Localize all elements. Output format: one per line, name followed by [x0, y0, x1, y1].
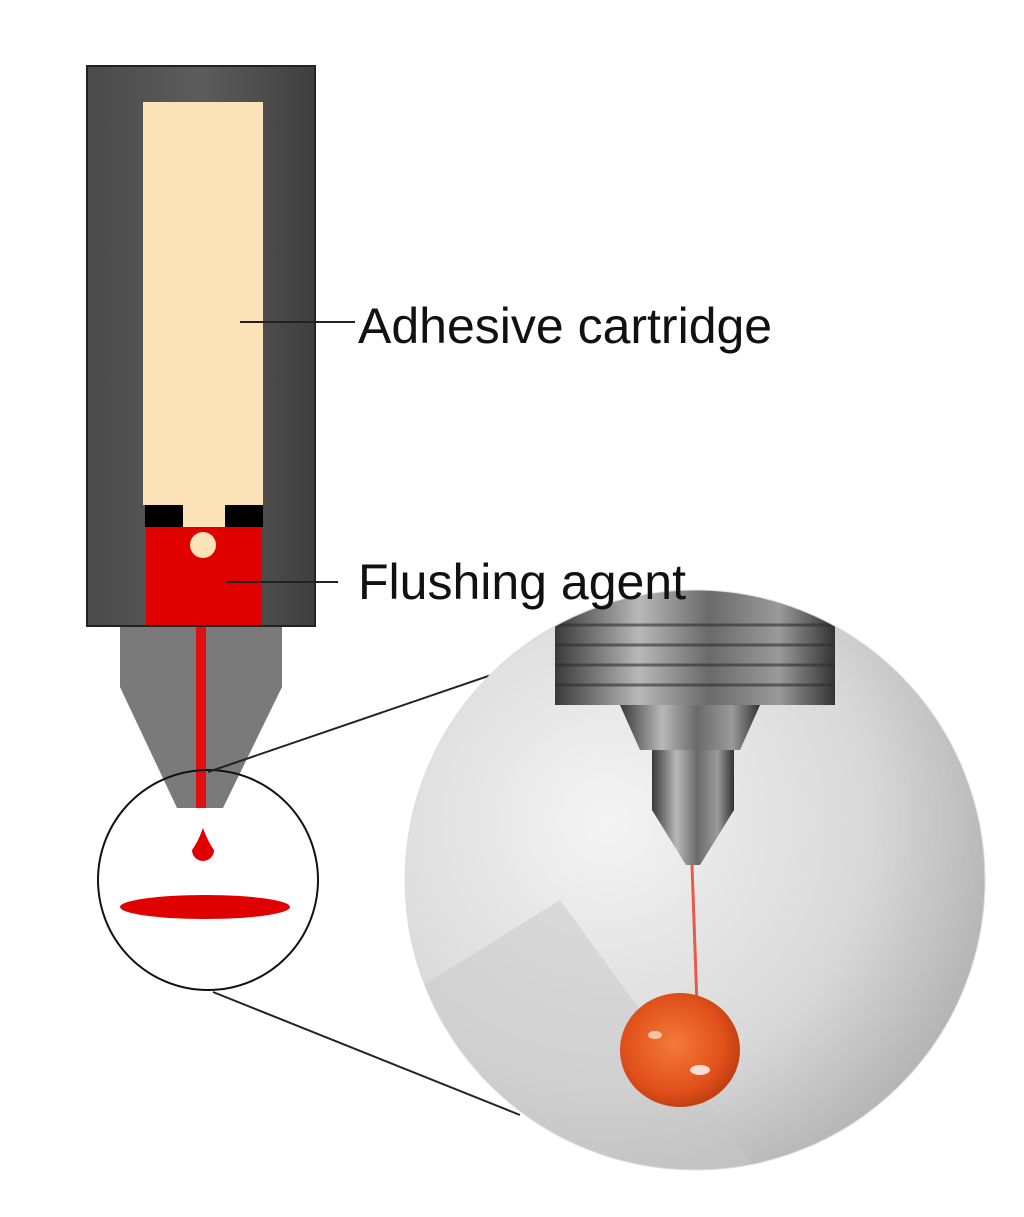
zoom-line-top [207, 659, 536, 773]
cartridge-housing [86, 65, 316, 627]
zoom-line-bottom [212, 991, 521, 1116]
droplet-inset [97, 769, 319, 991]
flushing-agent-label: Flushing agent [358, 554, 686, 610]
nozzle [120, 627, 282, 808]
adhesive-strand [690, 864, 699, 1006]
adhesive-bead [190, 532, 216, 558]
seal-left [145, 505, 183, 527]
adhesive-cartridge-label: Adhesive cartridge [358, 298, 772, 354]
nozzle-channel [196, 627, 206, 808]
adhesive-gel-blob [620, 993, 740, 1107]
adhesive-puddle [120, 895, 290, 919]
seal-right [225, 505, 263, 527]
photo-inset [405, 590, 985, 1170]
droplet [192, 828, 214, 861]
adhesive-cartridge [143, 102, 263, 505]
